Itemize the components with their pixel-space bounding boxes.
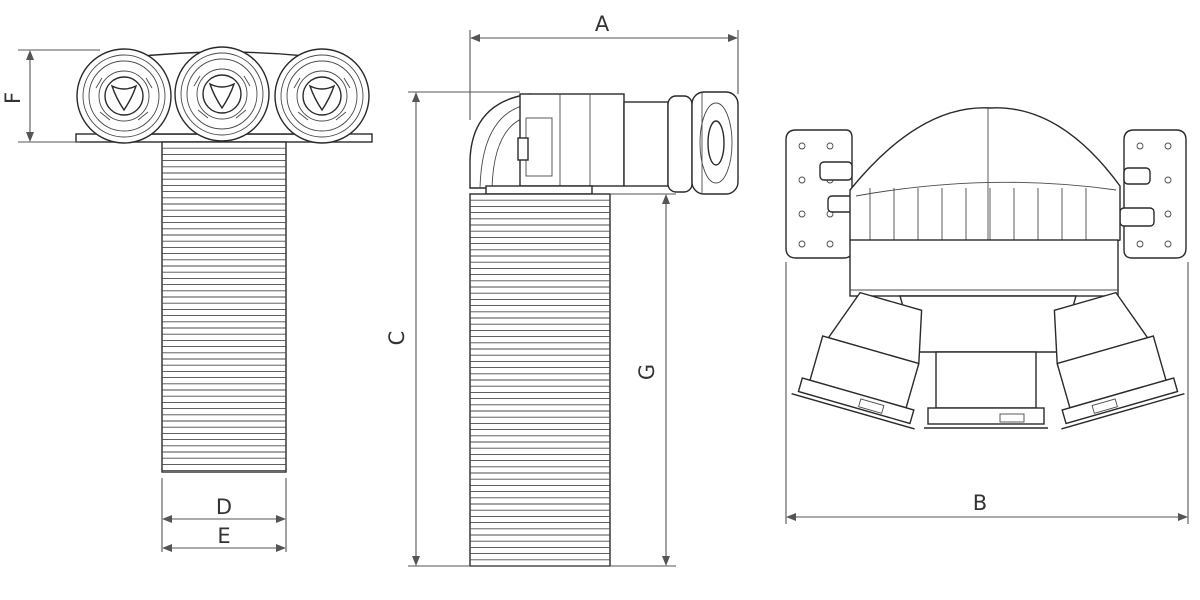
dimension-f: F [1, 49, 100, 143]
mounting-hole [798, 176, 806, 184]
mounting-hole [1164, 142, 1172, 150]
mounting-hole [1136, 240, 1144, 248]
label-e: E [217, 524, 230, 548]
dimension-b: B [785, 262, 1189, 524]
mounting-hole [1164, 176, 1172, 184]
outlet-right [1053, 291, 1185, 430]
dimension-d-e: D E [161, 478, 287, 552]
side-base-plate [485, 185, 593, 195]
clamp-right-top [1123, 167, 1151, 185]
side-spigot [623, 101, 669, 187]
side-end-port [691, 91, 739, 195]
label-c: C [385, 331, 409, 346]
outlet-neck [899, 295, 1077, 353]
front-duct [161, 141, 287, 473]
mounting-hole [1136, 142, 1144, 150]
side-view: A C G [385, 12, 739, 567]
mounting-hole [826, 240, 834, 248]
clamp-right-bottom [1119, 207, 1155, 227]
label-a: A [595, 12, 610, 36]
label-d: D [216, 495, 232, 519]
label-f: F [1, 92, 25, 104]
front-view: F D E [1, 46, 373, 552]
label-g: G [635, 364, 659, 380]
mounting-plate-right [1123, 129, 1187, 259]
side-body [519, 93, 625, 187]
front-port-left [76, 48, 172, 144]
label-b: B [973, 491, 987, 515]
dimension-c: C [385, 91, 520, 567]
mounting-hole [798, 240, 806, 248]
front-port-center [174, 46, 270, 142]
outlet-center [935, 351, 1037, 409]
dimension-a: A [469, 12, 739, 120]
mounting-hole [798, 210, 806, 218]
mounting-hole [798, 142, 806, 150]
clamp-left-top [819, 161, 853, 181]
mounting-plate-left [785, 129, 853, 259]
dimension-g: G [610, 193, 676, 567]
front-port-right [274, 48, 370, 144]
mounting-hole [1164, 240, 1172, 248]
side-duct [469, 193, 611, 567]
top-view: B [785, 107, 1189, 524]
outlet-left [791, 291, 923, 430]
mounting-hole [826, 142, 834, 150]
mounting-hole [1164, 210, 1172, 218]
top-main-box [849, 239, 1119, 297]
